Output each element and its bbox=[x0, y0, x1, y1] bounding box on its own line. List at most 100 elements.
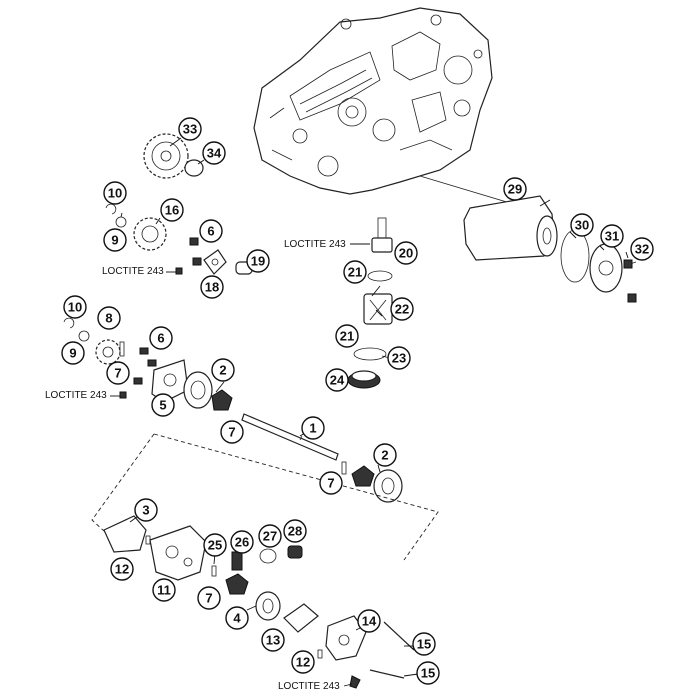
svg-text:6: 6 bbox=[157, 331, 164, 346]
callout-15-lower: 15 bbox=[416, 661, 440, 685]
callout-32: 32 bbox=[630, 237, 654, 261]
callout-14: 14 bbox=[357, 609, 381, 633]
svg-text:20: 20 bbox=[399, 246, 413, 261]
callout-7-shaft: 7 bbox=[220, 420, 244, 444]
pump-shaft bbox=[241, 413, 339, 461]
callout-13: 13 bbox=[261, 628, 285, 652]
svg-text:13: 13 bbox=[266, 633, 280, 648]
svg-text:26: 26 bbox=[235, 535, 249, 550]
callout-19: 19 bbox=[246, 249, 270, 273]
callout-7-right: 7 bbox=[319, 471, 343, 495]
svg-text:7: 7 bbox=[228, 425, 235, 440]
svg-text:3: 3 bbox=[142, 503, 149, 518]
callout-7-lower: 7 bbox=[197, 586, 221, 610]
svg-text:7: 7 bbox=[205, 591, 212, 606]
loctite-note-3: LOCTITE 243 bbox=[45, 390, 120, 401]
svg-text:15: 15 bbox=[417, 637, 431, 652]
callout-24: 24 bbox=[325, 368, 349, 392]
svg-text:2: 2 bbox=[219, 363, 226, 378]
svg-text:7: 7 bbox=[114, 366, 121, 381]
callout-22: 22 bbox=[390, 297, 414, 321]
callout-2-left: 2 bbox=[211, 358, 235, 382]
svg-text:24: 24 bbox=[330, 373, 345, 388]
svg-text:2: 2 bbox=[381, 448, 388, 463]
svg-text:14: 14 bbox=[362, 614, 377, 629]
oil-filter-assembly bbox=[419, 175, 637, 303]
upper-bolts-group bbox=[175, 237, 253, 275]
svg-text:33: 33 bbox=[183, 122, 197, 137]
svg-text:7: 7 bbox=[327, 476, 334, 491]
callout-10: 10 bbox=[103, 181, 127, 205]
callout-6: 6 bbox=[199, 219, 223, 243]
callout-12-right: 12 bbox=[291, 650, 315, 674]
svg-text:25: 25 bbox=[208, 538, 222, 553]
svg-text:12: 12 bbox=[296, 655, 310, 670]
callout-6-mid: 6 bbox=[149, 326, 173, 350]
callout-31: 31 bbox=[600, 224, 624, 248]
callout-21-upper: 21 bbox=[343, 260, 367, 284]
svg-text:1: 1 bbox=[309, 421, 316, 436]
svg-text:10: 10 bbox=[108, 186, 122, 201]
oil-pump-drive-group bbox=[63, 317, 233, 411]
svg-text:LOCTITE 243: LOCTITE 243 bbox=[45, 390, 107, 401]
callout-27: 27 bbox=[258, 524, 282, 548]
svg-text:4: 4 bbox=[233, 611, 241, 626]
callout-10-mid: 10 bbox=[63, 295, 87, 319]
callout-2-right: 2 bbox=[373, 443, 397, 467]
loctite-note-1: LOCTITE 243 bbox=[284, 239, 370, 250]
svg-text:15: 15 bbox=[421, 666, 435, 681]
callout-labels: 33 34 10 16 9 6 19 18 29 30 31 32 20 21 … bbox=[61, 117, 654, 685]
callout-16: 16 bbox=[160, 198, 184, 222]
svg-text:21: 21 bbox=[348, 265, 362, 280]
callout-12-left: 12 bbox=[110, 557, 134, 581]
callout-5: 5 bbox=[151, 393, 175, 417]
loctite-note-4: LOCTITE 243 bbox=[278, 681, 353, 692]
callout-4: 4 bbox=[225, 606, 249, 630]
svg-text:11: 11 bbox=[157, 583, 171, 598]
callout-7-mid: 7 bbox=[106, 361, 130, 385]
engine-crankcase bbox=[253, 7, 493, 195]
loctite-note-2: LOCTITE 243 bbox=[102, 266, 176, 277]
svg-text:10: 10 bbox=[68, 300, 82, 315]
svg-text:21: 21 bbox=[340, 329, 354, 344]
svg-text:18: 18 bbox=[205, 280, 219, 295]
callout-25: 25 bbox=[203, 533, 227, 557]
upper-gear-group bbox=[105, 133, 204, 251]
callout-29: 29 bbox=[503, 177, 527, 201]
callout-34: 34 bbox=[202, 141, 226, 165]
lower-pump-housing-group bbox=[103, 515, 415, 689]
callout-1: 1 bbox=[301, 416, 325, 440]
svg-text:30: 30 bbox=[575, 218, 589, 233]
svg-text:8: 8 bbox=[105, 311, 112, 326]
callout-9: 9 bbox=[103, 228, 127, 252]
svg-text:27: 27 bbox=[263, 529, 277, 544]
callout-8: 8 bbox=[97, 306, 121, 330]
callout-30: 30 bbox=[570, 213, 594, 237]
callout-33: 33 bbox=[178, 117, 202, 141]
svg-text:12: 12 bbox=[115, 562, 129, 577]
callout-28: 28 bbox=[283, 519, 307, 543]
svg-text:29: 29 bbox=[508, 182, 522, 197]
callout-15-upper: 15 bbox=[412, 632, 436, 656]
svg-text:32: 32 bbox=[635, 242, 649, 257]
callout-21-lower: 21 bbox=[335, 324, 359, 348]
svg-text:28: 28 bbox=[288, 524, 302, 539]
svg-text:22: 22 bbox=[395, 302, 409, 317]
oil-strainer-stack bbox=[347, 217, 393, 389]
callout-9-mid: 9 bbox=[61, 341, 85, 365]
svg-text:5: 5 bbox=[159, 398, 166, 413]
right-rotor-group bbox=[341, 461, 403, 503]
svg-text:9: 9 bbox=[69, 346, 76, 361]
callout-23: 23 bbox=[387, 346, 411, 370]
svg-text:34: 34 bbox=[207, 146, 222, 161]
svg-text:23: 23 bbox=[392, 351, 406, 366]
svg-text:LOCTITE 243: LOCTITE 243 bbox=[284, 239, 346, 250]
svg-text:LOCTITE 243: LOCTITE 243 bbox=[102, 266, 164, 277]
callout-26: 26 bbox=[230, 530, 254, 554]
svg-text:LOCTITE 243: LOCTITE 243 bbox=[278, 681, 340, 692]
svg-text:19: 19 bbox=[251, 254, 265, 269]
svg-text:6: 6 bbox=[207, 224, 214, 239]
callout-11: 11 bbox=[152, 578, 176, 602]
svg-text:9: 9 bbox=[111, 233, 118, 248]
svg-text:16: 16 bbox=[165, 203, 179, 218]
